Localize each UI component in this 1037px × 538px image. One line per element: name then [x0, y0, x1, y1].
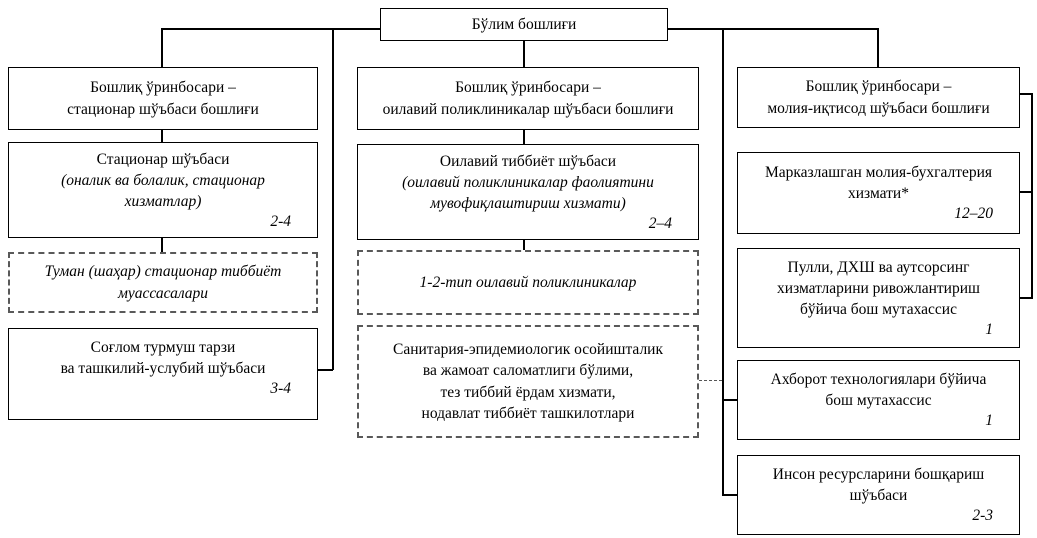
staff-count: 1 [985, 412, 993, 430]
box-inpatient-division: Стационар шўъбаси (оналик ва болалик, ст… [8, 142, 318, 238]
box-line: 1-2-тип оилавий поликлиникалар [419, 273, 637, 291]
box-line: хизмати* [848, 185, 909, 203]
box-line: молия-иқтисод шўъбаси бошлиғи [767, 99, 990, 117]
staff-count: 3-4 [270, 380, 291, 398]
connector-stationar-tuman [161, 237, 163, 253]
staff-count: 12–20 [954, 205, 993, 223]
connector-vertical-finance-bracket [1031, 93, 1033, 299]
connector-vertical-left-branch [332, 28, 334, 370]
staff-count: 2–4 [648, 214, 672, 232]
box-line: Ахборот технологиялари бўйича [770, 371, 987, 389]
box-line: хизматларини ривожлантириш [777, 279, 980, 297]
box-line: Бошлиқ ўринбосари – [90, 79, 236, 97]
box-centralized-accounting-service: Марказлашган молия-бухгалтерия хизмати* … [737, 152, 1020, 234]
box-line: оилавий поликлиникалар шўъбаси бошлиғи [382, 100, 674, 118]
connector-tick-it [723, 399, 737, 401]
connector-left-header-stationar [161, 130, 163, 142]
box-line: Бошлиқ ўринбосари – [805, 78, 952, 96]
box-line: Марказлашган молия-бухгалтерия [764, 164, 993, 182]
box-deputy-finance-head: Бошлиқ ўринбосари – молия-иқтисод шўъбас… [737, 67, 1020, 128]
box-line: ва ташкилий-услубий шўъбаси [60, 360, 266, 378]
box-family-medicine-division: Оилавий тиббиёт шўъбаси (оилавий поликли… [357, 144, 699, 240]
box-line: стационар шўъбаси бошлиғи [67, 100, 259, 118]
connector-tick-finance-header [1019, 93, 1032, 95]
box-line: Оилавий тиббиёт шўъбаси [439, 152, 617, 170]
box-family-polyclinics-type12: 1-2-тип оилавий поликлиникалар [357, 250, 699, 315]
box-line: нодавлат тиббиёт ташкилотлари [421, 404, 635, 422]
staff-count: 1 [985, 320, 993, 338]
box-hr-division: Инсон ресурсларини бошқариш шўъбаси 2-3 [737, 455, 1020, 535]
connector-family-polyclinics [523, 239, 525, 251]
box-line: муассасалари [117, 284, 209, 302]
connector-tick-hr [723, 494, 737, 496]
staff-count: 2-3 [972, 507, 993, 525]
box-line: тез тиббий ёрдам хизмати, [440, 383, 616, 401]
box-line: Инсон ресурсларини бошқариш [772, 466, 985, 484]
box-line: Стационар шўъбаси [96, 150, 230, 168]
connector-tick-accounting [1019, 191, 1032, 193]
box-line: шўъбаси [849, 487, 908, 505]
connector-top-left [161, 28, 381, 30]
box-deputy-inpatient-head: Бошлиқ ўринбосари – стационар шўъбаси бо… [8, 67, 318, 130]
box-line: мувофиқлаштириш хизмати) [430, 194, 626, 212]
box-line: бош мутахассис [825, 392, 932, 410]
box-sanitary-epidemiologic-unit: Санитария-эпидемиологик осойишталик ва ж… [357, 325, 699, 438]
connector-drop-left-header [161, 28, 163, 67]
box-district-inpatient-institutions: Туман (шаҳар) стационар тиббиёт муассаса… [8, 252, 318, 313]
box-line: (оилавий поликлиникалар фаолиятини [402, 173, 654, 191]
box-line: бўйича бош мутахассис [800, 300, 957, 318]
connector-drop-right-header [877, 28, 879, 67]
box-line: Пулли, ДХШ ва аутсорсинг [787, 258, 970, 276]
box-line: ва жамоат саломатлиги бўлими, [422, 362, 634, 380]
box-paid-services-chief-specialist: Пулли, ДХШ ва аутсорсинг хизматларини ри… [737, 248, 1020, 348]
box-it-chief-specialist: Ахборот технологиялари бўйича бош мутаха… [737, 360, 1020, 440]
box-line: Санитария-эпидемиологик осойишталик [392, 341, 664, 359]
connector-top-right [667, 28, 878, 30]
connector-mid-header-family [523, 129, 525, 144]
box-line: Бўлим бошлиғи [471, 15, 577, 33]
box-line: Туман (шаҳар) стационар тиббиёт [44, 263, 282, 281]
box-line: Соғлом турмуш тарзи [90, 339, 236, 356]
box-line: Бошлиқ ўринбосари – [455, 79, 601, 97]
connector-dashed-sanepid [699, 380, 722, 381]
connector-vertical-right-branch [722, 28, 724, 496]
connector-tick-soglom [318, 369, 333, 371]
box-healthy-lifestyle-division: Соғлом турмуш тарзи ва ташкилий-услубий … [8, 328, 318, 420]
box-line: хизматлар) [124, 192, 202, 210]
connector-tick-paid-services [1019, 297, 1032, 299]
box-department-head: Бўлим бошлиғи [380, 8, 668, 41]
staff-count: 2-4 [270, 212, 291, 230]
box-line: (оналик ва болалик, стационар [61, 171, 265, 189]
connector-drop-middle-header [523, 40, 525, 67]
box-deputy-family-polyclinics-head: Бошлиқ ўринбосари – оилавий поликлиникал… [357, 67, 699, 130]
